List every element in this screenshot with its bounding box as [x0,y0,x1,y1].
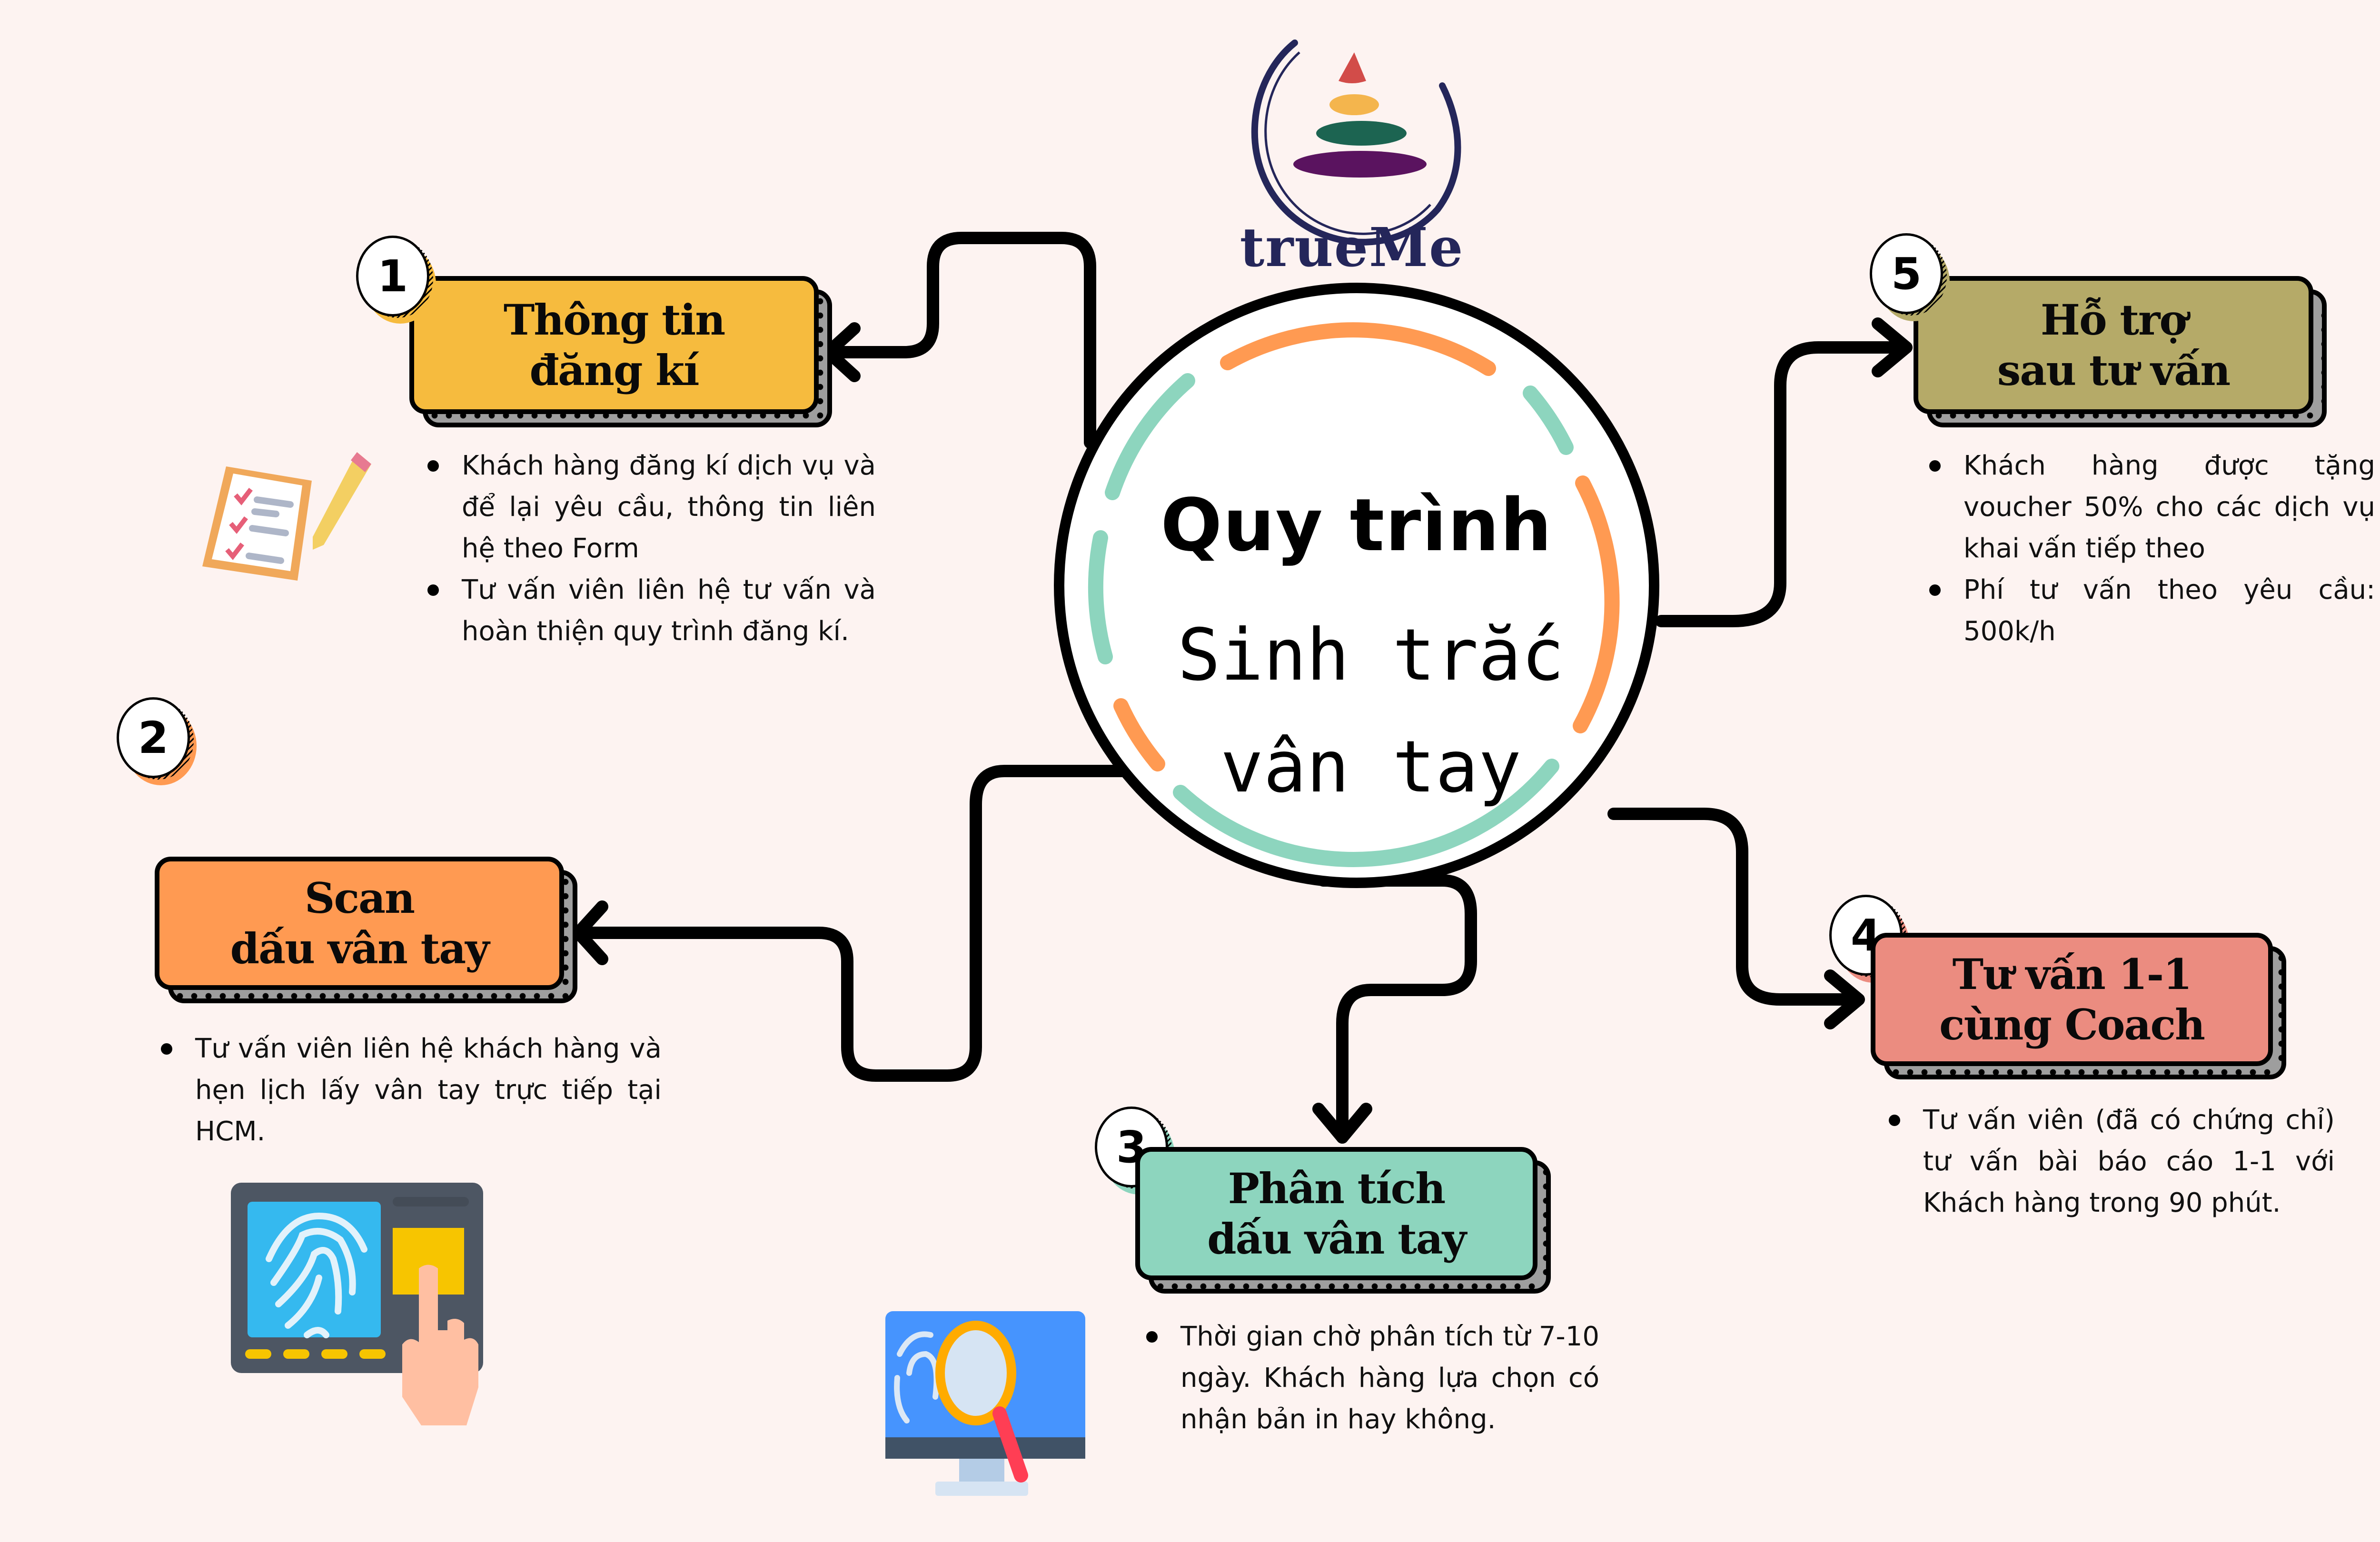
step-1-number: 1 [356,236,429,316]
arrow-to-step-3 [1317,874,1477,1144]
step-5-bullet-1: Khách hàng được tặng voucher 50% cho các… [1925,445,2375,569]
step-4-box: Tư vấn 1-1 cùng Coach [1871,933,2286,1079]
arrow-to-step-1 [822,232,1096,449]
arrow-to-step-4 [1607,808,1863,1006]
step-5-description: Khách hàng được tặng voucher 50% cho các… [1925,445,2375,652]
step-1-bullet-2: Tư vấn viên liên hệ tư vấn và hoàn thiện… [424,569,876,652]
step-4-description: Tư vấn viên (đã có chứng chỉ) tư vấn bài… [1885,1099,2335,1224]
hub-subtitle-line-2: vân tay [1220,726,1522,809]
step-2-number-badge: 2 [117,697,197,785]
step-1-bullet-1: Khách hàng đăng kí dịch vụ và để lại yêu… [424,445,876,569]
step-5-number: 5 [1870,233,1943,314]
step-2-description: Tư vấn viên liên hệ khách hàng và hẹn lị… [157,1028,662,1152]
step-1-description: Khách hàng đăng kí dịch vụ và để lại yêu… [424,445,876,652]
hub-circle [1054,283,1659,888]
arrow-to-step-2 [572,765,1134,1082]
hub-title: Quy trình [1160,483,1553,567]
step-2-title: Scan dấu vân tay [155,857,564,990]
step-3-title: Phân tích dấu vân tay [1135,1147,1537,1280]
step-1-box: Thông tin đăng kí [409,276,832,427]
clipboard-checklist-icon [202,452,371,581]
step-5-box: Hỗ trợ sau tư vấn [1914,276,2327,427]
step-5-bullet-2: Phí tư vấn theo yêu cầu: 500k/h [1925,569,2375,652]
step-5-title: Hỗ trợ sau tư vấn [1914,276,2313,414]
step-4-title: Tư vấn 1-1 cùng Coach [1871,933,2273,1066]
trueme-logo-icon [1251,40,1461,246]
step-4-bullet-1: Tư vấn viên (đã có chứng chỉ) tư vấn bài… [1885,1099,2335,1224]
step-1-number-badge: 1 [356,236,436,324]
step-1-title: Thông tin đăng kí [409,276,819,414]
brand-name: trueMe [1240,217,1464,279]
hub-subtitle-line-1: Sinh trắc [1177,614,1565,697]
fingerprint-analysis-monitor-icon [885,1311,1085,1496]
step-5-number-badge: 5 [1870,233,1950,321]
step-2-number: 2 [117,697,190,778]
step-2-bullet-1: Tư vấn viên liên hệ khách hàng và hẹn lị… [157,1028,662,1152]
fingerprint-scanner-icon [231,1183,483,1425]
arrow-to-step-5 [1655,341,1910,627]
step-3-bullet-1: Thời gian chờ phân tích từ 7-10 ngày. Kh… [1142,1316,1599,1440]
step-2-box: Scan dấu vân tay [155,857,577,1003]
step-3-box: Phân tích dấu vân tay [1135,1147,1551,1294]
step-3-description: Thời gian chờ phân tích từ 7-10 ngày. Kh… [1142,1316,1599,1440]
hub-subtitle: Sinh trắc vân tay [1085,600,1656,823]
